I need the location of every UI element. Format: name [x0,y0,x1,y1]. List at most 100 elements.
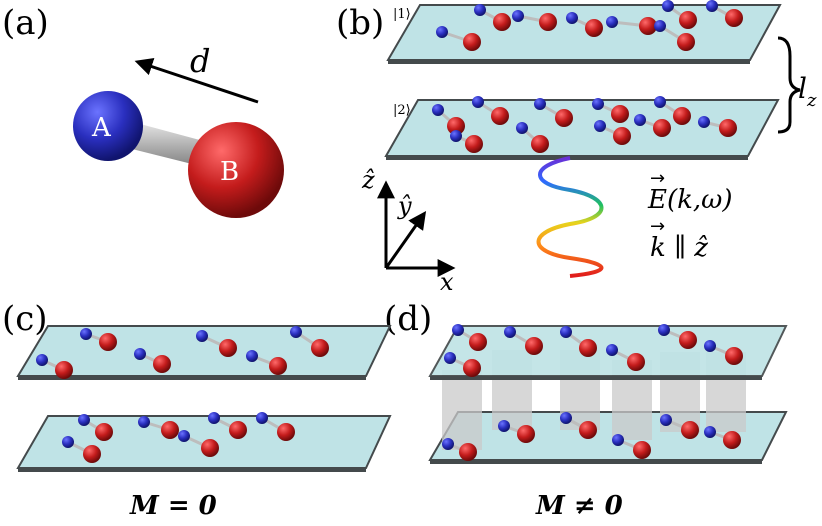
atom-a [606,344,618,356]
atom-a-label: A [91,113,112,143]
small-molecule [472,96,509,125]
small-molecule [208,412,247,439]
atom-b [463,359,481,377]
atom-b [673,107,691,125]
atom-b [539,13,557,31]
ket-2: |2⟩ [393,103,411,118]
molecules-d-bottom [442,412,741,461]
atom-a [498,420,510,432]
atom-a [512,10,524,22]
small-molecule [592,98,629,123]
atom-a [592,98,604,110]
atom-b [585,19,603,37]
small-molecule [560,326,597,357]
atom-a [62,436,74,448]
axis-x-label: x [440,268,454,296]
atom-a [594,120,606,132]
small-molecule [606,344,645,371]
atom-b-sphere [188,122,284,218]
atom-b [269,357,287,375]
small-molecule [654,20,695,51]
atom-a [706,0,718,12]
atom-a [134,348,146,360]
atom-b [95,423,113,441]
panel-label-a: (a) [2,3,49,43]
panel-a-molecule: d A B [73,42,284,218]
atom-b [55,361,73,379]
small-molecule [560,412,597,439]
small-molecule [704,426,741,449]
atom-b [99,333,117,351]
atom-b [459,443,477,461]
atom-a [290,326,302,338]
atom-a [246,350,258,362]
separation-brace [777,36,801,134]
field-label: E(k,ω) [647,185,733,215]
atom-a [442,438,454,450]
atom-a [452,324,464,336]
atom-b [613,127,631,145]
atom-a [516,122,528,134]
atom-b [469,333,487,351]
atom-a [504,326,516,338]
molecules-c-top [36,326,329,379]
atom-a [208,412,220,424]
atom-b [725,9,743,27]
small-molecule [450,130,483,153]
small-molecule [566,12,603,37]
atom-a-sphere [73,91,143,161]
small-molecule [452,324,487,351]
atom-a [432,104,444,116]
molecules-c-bottom [62,412,295,463]
atom-b [579,339,597,357]
small-molecule [78,414,113,441]
atom-a [178,430,190,442]
atom-a [80,328,92,340]
atom-a [560,412,572,424]
atom-b [493,13,511,31]
dipole-label: d [190,42,210,80]
small-molecule [134,348,171,373]
small-molecule [594,120,631,145]
atom-b [219,339,237,357]
atom-a [698,116,710,128]
atom-b [491,107,509,125]
atom-b [311,339,329,357]
coordinate-axes: ẑ ŷ x [361,166,456,296]
small-molecule [704,340,743,365]
ket-1: |1⟩ [393,7,411,22]
small-molecule [498,420,535,443]
small-molecule [36,354,73,379]
atom-b [653,119,671,137]
atom-b [681,421,699,439]
small-molecule [534,98,573,127]
atom-a [560,326,572,338]
atom-b [229,421,247,439]
atom-b [201,439,219,457]
atom-b [679,331,697,349]
atom-b [611,105,629,123]
small-molecule [436,26,481,51]
axis-y-label: ŷ [397,192,412,220]
caption-c: M = 0 [129,491,217,521]
small-molecule [658,324,697,349]
small-molecule [178,430,219,457]
panel-label-d: (d) [384,299,432,339]
small-molecule [698,116,737,137]
atom-a [660,414,672,426]
small-molecule [706,0,743,27]
atom-a [612,434,624,446]
atom-b [447,117,465,135]
small-molecule [290,326,329,357]
molecules-b-top [436,0,743,51]
atom-a [566,12,578,24]
panel-label-b: (b) [336,3,384,43]
small-molecule [432,104,465,135]
atom-a [196,330,208,342]
atom-b [579,421,597,439]
atom-b [525,337,543,355]
atom-b [677,33,695,51]
atom-b [723,431,741,449]
small-molecule [256,412,295,441]
